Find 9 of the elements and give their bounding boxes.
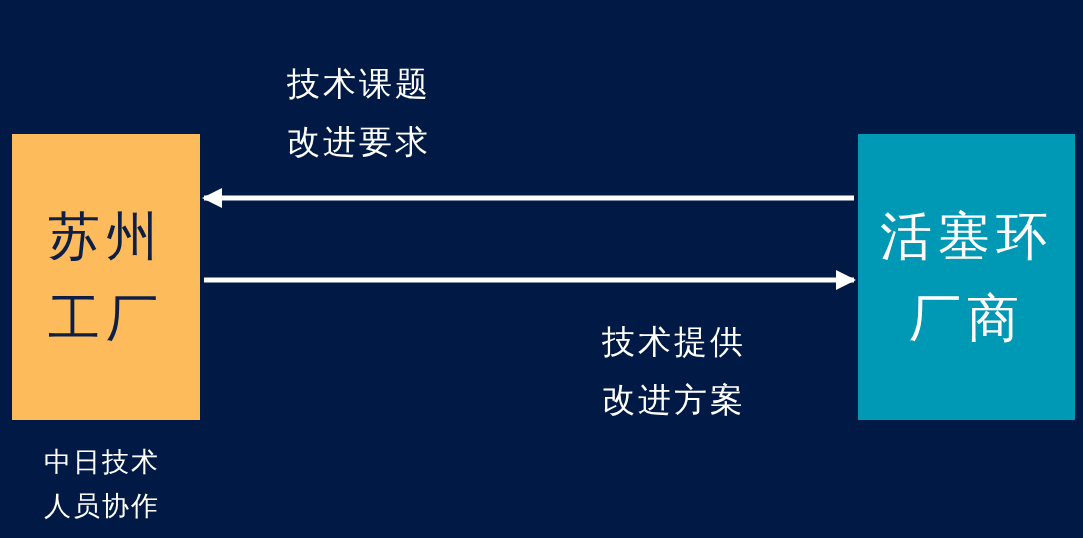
process-box: [858, 134, 1075, 420]
edge-label: 技术提供改进方案: [602, 321, 747, 421]
arrow: [202, 188, 854, 208]
node-label: 中日技术人员协作: [44, 445, 161, 523]
arrow: [204, 270, 856, 290]
edge-label: 技术课题改进要求: [287, 63, 432, 163]
box-label: 活塞环厂商: [878, 205, 1055, 350]
process-box: [12, 134, 200, 420]
box-label: 苏州工厂: [47, 205, 165, 350]
